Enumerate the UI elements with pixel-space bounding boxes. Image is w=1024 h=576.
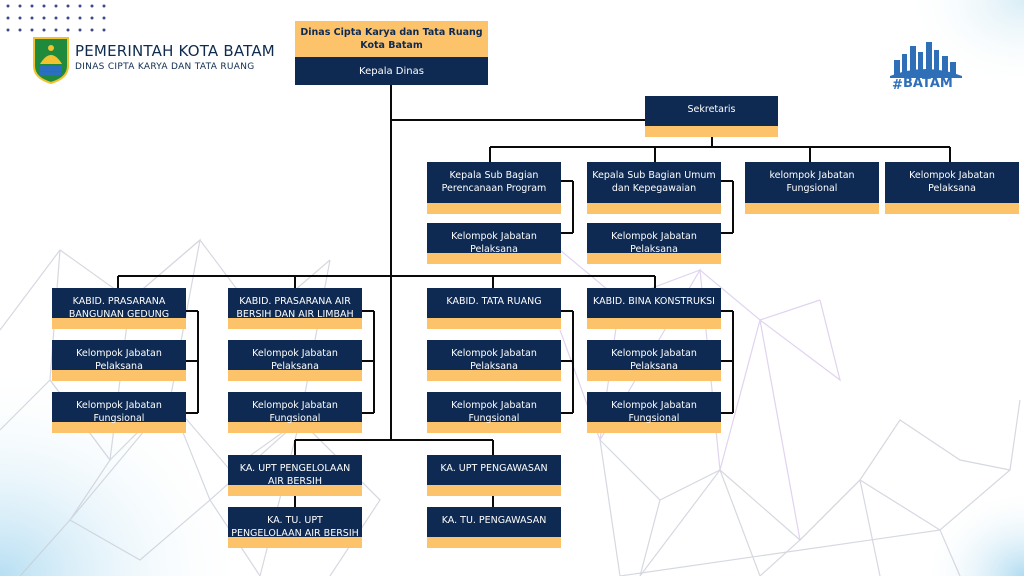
box-sekretaris: Sekretaris bbox=[645, 96, 778, 137]
city-logo-text: BATAM bbox=[903, 76, 953, 91]
city-skyline-icon: # bbox=[890, 42, 962, 93]
box-sek-pelaksana: Kelompok Jabatan Pelaksana bbox=[885, 162, 1019, 214]
box-kasubag-umum: Kepala Sub Bagian Umum dan Kepegawaian bbox=[587, 162, 721, 214]
city-logo: # BATAM bbox=[890, 36, 962, 96]
batam-emblem-icon bbox=[33, 37, 69, 84]
box-sek-fungsional: kelompok Jabatan Fungsional bbox=[745, 162, 879, 214]
box-kasubag-umum-pelaksana: Kelompok Jabatan Pelaksana bbox=[587, 223, 721, 264]
box-dinas-title: Dinas Cipta Karya dan Tata Ruang Kota Ba… bbox=[295, 21, 488, 57]
box-kabid-tata-ruang-pelaksana: Kelompok Jabatan Pelaksana bbox=[427, 340, 561, 381]
box-kabid-air-fungsional: Kelompok Jabatan Fungsional bbox=[228, 392, 362, 433]
box-upt-pengawasan-tu: KA. TU. PENGAWASAN bbox=[427, 507, 561, 548]
box-kabid-prasarana-gedung-pelaksana: Kelompok Jabatan Pelaksana bbox=[52, 340, 186, 381]
box-kabid-air: KABID. PRASARANA AIR BERSIH DAN AIR LIMB… bbox=[228, 288, 362, 329]
box-upt-pengawasan: KA. UPT PENGAWASAN bbox=[427, 455, 561, 496]
box-kabid-bina-pelaksana: Kelompok Jabatan Pelaksana bbox=[587, 340, 721, 381]
box-dinas: Dinas Cipta Karya dan Tata Ruang Kota Ba… bbox=[295, 21, 488, 85]
box-kabid-bina-fungsional: Kelompok Jabatan Fungsional bbox=[587, 392, 721, 433]
dots-decoration bbox=[6, 4, 106, 32]
box-upt-air-tu: KA. TU. UPT PENGELOLAAN AIR BERSIH bbox=[228, 507, 362, 548]
header-subtitle: DINAS CIPTA KARYA DAN TATA RUANG bbox=[75, 62, 255, 72]
header-title: PEMERINTAH KOTA BATAM bbox=[75, 42, 275, 60]
svg-text:#: # bbox=[892, 78, 903, 92]
box-upt-air: KA. UPT PENGELOLAAN AIR BERSIH bbox=[228, 455, 362, 496]
box-kabid-prasarana-gedung-fungsional: Kelompok Jabatan Fungsional bbox=[52, 392, 186, 433]
box-kabid-air-pelaksana: Kelompok Jabatan Pelaksana bbox=[228, 340, 362, 381]
box-kabid-prasarana-gedung: KABID. PRASARANA BANGUNAN GEDUNG bbox=[52, 288, 186, 329]
box-kabid-tata-ruang-fungsional: Kelompok Jabatan Fungsional bbox=[427, 392, 561, 433]
box-kasubag-perencanaan: Kepala Sub Bagian Perencanaan Program bbox=[427, 162, 561, 214]
box-kabid-tata-ruang: KABID. TATA RUANG bbox=[427, 288, 561, 329]
box-kepala-dinas: Kepala Dinas bbox=[359, 65, 424, 77]
box-kasubag-perencanaan-pelaksana: Kelompok Jabatan Pelaksana bbox=[427, 223, 561, 264]
box-kabid-bina: KABID. BINA KONSTRUKSI bbox=[587, 288, 721, 329]
